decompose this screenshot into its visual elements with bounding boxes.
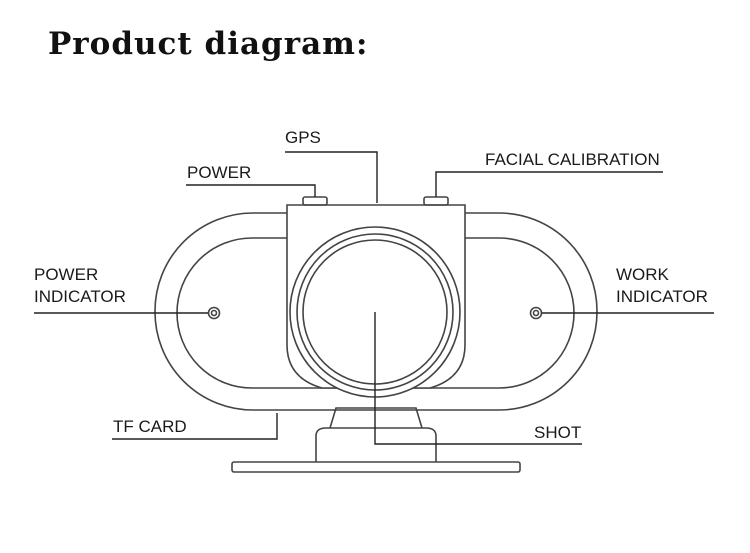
device-illustration xyxy=(154,196,598,473)
facial-calibration-leader xyxy=(435,171,663,197)
label-power-indicator-line2: INDICATOR xyxy=(34,287,126,306)
power-indicator-led-core xyxy=(210,309,218,317)
power-button xyxy=(302,196,328,206)
shot-leader xyxy=(374,312,582,445)
power-indicator-led xyxy=(207,306,221,320)
mount-stem xyxy=(315,427,437,462)
callout-lines xyxy=(34,151,714,445)
label-gps: GPS xyxy=(285,128,321,147)
power-leader xyxy=(186,184,316,197)
gps-leader xyxy=(285,151,378,203)
facial-calibration-button xyxy=(423,196,449,206)
label-power-indicator-line1: POWER xyxy=(34,265,98,284)
work-indicator-led-core xyxy=(532,309,540,317)
work-indicator-led xyxy=(529,306,543,320)
mount-base-plate xyxy=(231,461,521,473)
label-tf-card: TF CARD xyxy=(113,417,187,436)
page-title: Product diagram: xyxy=(48,26,369,62)
label-work-indicator-line1: WORK xyxy=(616,265,670,284)
label-facial-calibration: FACIAL CALIBRATION xyxy=(485,150,660,169)
label-work-indicator-line2: INDICATOR xyxy=(616,287,708,306)
tf-card-leader xyxy=(112,413,278,440)
label-shot: SHOT xyxy=(534,423,581,442)
label-power: POWER xyxy=(187,163,251,182)
mount-neck xyxy=(329,407,423,429)
